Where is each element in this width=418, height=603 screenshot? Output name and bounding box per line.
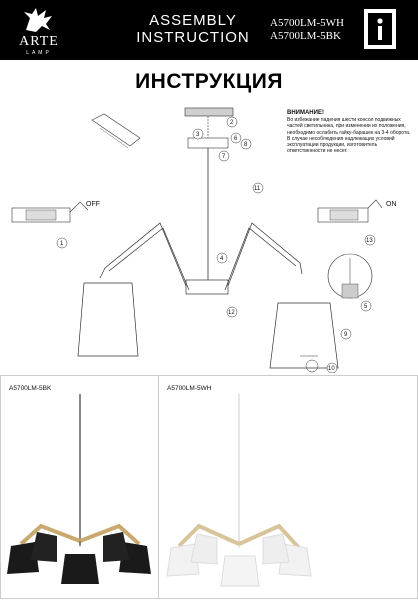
- info-book-icon: [364, 9, 396, 49]
- product-photos: A5700LM-5BK A5700LM-5WH: [0, 375, 418, 600]
- model-1: A5700LM-5WH: [270, 17, 344, 29]
- step-numbers: 1 2 3 4 5 6 7 8 9 10 11 12 13: [56, 116, 376, 373]
- step-13: 13: [366, 238, 373, 244]
- shade-left: [77, 282, 139, 357]
- canopy-plate: [184, 107, 234, 149]
- off-label: OFF: [86, 201, 100, 208]
- bulb-icons: [300, 355, 319, 373]
- arm-right: [224, 222, 303, 291]
- page-title: ИНСТРУКЦИЯ: [135, 70, 283, 93]
- photo-label-black: A5700LM-5BK: [9, 385, 52, 392]
- step-11: 11: [254, 186, 261, 192]
- step-9: 9: [344, 332, 348, 338]
- brand-name: ARTE: [19, 34, 59, 49]
- title-line-2: INSTRUCTION: [136, 29, 250, 46]
- bulb-detail: [327, 253, 373, 299]
- central-hub: [185, 279, 229, 295]
- header-bar: ARTE LAMP ASSEMBLY INSTRUCTION A5700LM-5…: [0, 0, 418, 60]
- warning-text: Во избежание падения шести консол подвиж…: [287, 117, 411, 155]
- step-5: 5: [364, 304, 368, 310]
- warning-note: ВНИМАНИЕ! Во избежание падения шести кон…: [287, 110, 415, 154]
- step-3: 3: [196, 132, 200, 138]
- warning-heading: ВНИМАНИЕ!: [287, 110, 324, 116]
- switch-off-detail: OFF: [11, 201, 100, 223]
- on-label: ON: [386, 201, 397, 208]
- black-chandelier-image: [7, 394, 151, 584]
- step-2: 2: [230, 120, 234, 126]
- assembly-title: ASSEMBLY INSTRUCTION: [118, 12, 268, 46]
- step-8: 8: [244, 142, 248, 148]
- step-12: 12: [228, 310, 235, 316]
- step-6: 6: [234, 136, 238, 142]
- photo-label-white: A5700LM-5WH: [167, 385, 212, 392]
- assembly-diagram: OFF ON 1 2 3 4 5 6 7 8: [11, 107, 397, 373]
- switch-on-detail: ON: [317, 199, 397, 223]
- model-numbers: A5700LM-5WH A5700LM-5BK: [270, 17, 344, 43]
- step-4: 4: [220, 256, 224, 262]
- step-1: 1: [60, 241, 64, 247]
- model-2: A5700LM-5BK: [270, 30, 341, 42]
- title-line-1: ASSEMBLY: [149, 12, 237, 29]
- brand-sub: LAMP: [26, 50, 52, 56]
- white-chandelier-image: [166, 394, 312, 587]
- griffin-icon: [24, 8, 52, 32]
- wire-detail: [91, 113, 141, 149]
- photo-black-model: A5700LM-5BK: [0, 375, 160, 599]
- arm-left: [99, 222, 190, 291]
- photo-white-model: A5700LM-5WH: [158, 375, 418, 599]
- step-10: 10: [328, 366, 335, 372]
- step-7: 7: [222, 154, 226, 160]
- brand-logo: ARTE LAMP: [8, 4, 68, 58]
- shade-right: [269, 302, 339, 369]
